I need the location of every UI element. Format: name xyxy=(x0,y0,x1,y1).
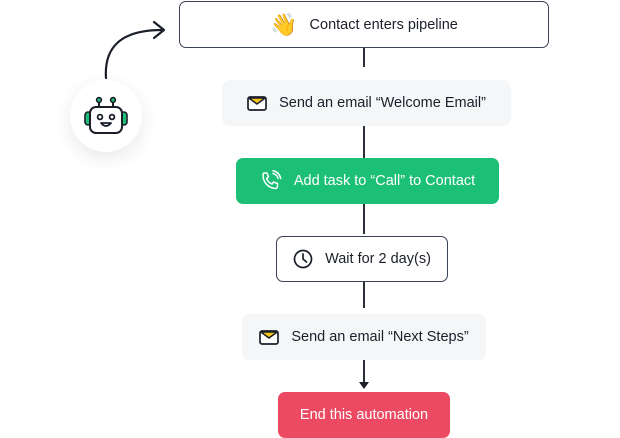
connector-line xyxy=(363,360,365,384)
clock-icon xyxy=(293,249,313,269)
trigger-node[interactable]: 👋 Contact enters pipeline xyxy=(179,1,549,48)
connector-line xyxy=(363,126,365,158)
end-automation-node[interactable]: End this automation xyxy=(278,392,450,438)
step-label: Send an email “Next Steps” xyxy=(291,329,469,345)
arrow-head-icon xyxy=(359,382,369,389)
curved-arrow-icon xyxy=(104,20,166,80)
automation-bot xyxy=(70,80,142,152)
envelope-icon xyxy=(259,329,280,345)
step-label: Wait for 2 day(s) xyxy=(325,251,431,267)
wait-node[interactable]: Wait for 2 day(s) xyxy=(276,236,448,282)
step-label: Send an email “Welcome Email” xyxy=(279,95,486,111)
add-call-task-node[interactable]: Add task to “Call” to Contact xyxy=(236,158,499,204)
phone-call-icon xyxy=(260,170,282,192)
send-email-next-steps-node[interactable]: Send an email “Next Steps” xyxy=(242,314,486,360)
send-email-welcome-node[interactable]: Send an email “Welcome Email” xyxy=(222,80,511,126)
connector-line xyxy=(363,47,365,67)
robot-icon xyxy=(84,96,128,134)
envelope-icon xyxy=(247,95,267,111)
step-label: Add task to “Call” to Contact xyxy=(293,173,476,189)
waving-hand-icon: 👋 xyxy=(270,11,298,37)
connector-line xyxy=(363,204,365,234)
step-label: Contact enters pipeline xyxy=(309,16,458,33)
connector-line xyxy=(363,282,365,308)
step-label: End this automation xyxy=(299,407,429,423)
